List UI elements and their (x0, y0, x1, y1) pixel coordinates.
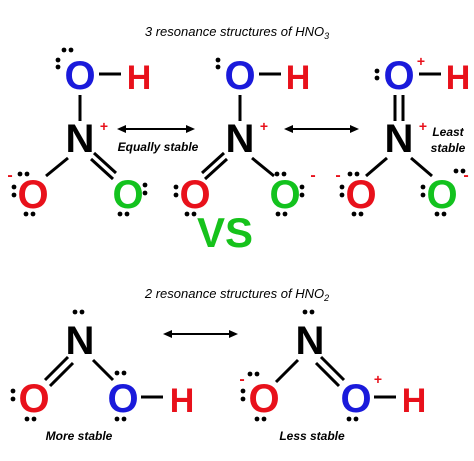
oxygen-atom: O (340, 377, 371, 421)
hydrogen-atom: H (286, 59, 311, 97)
oxygen-atom: O (345, 173, 376, 217)
title-hno2: 2 resonance structures of HNO2 (144, 286, 329, 303)
minus-charge: - (239, 371, 244, 388)
nitrogen-atom: N (385, 117, 414, 161)
oxygen-atom: O (64, 54, 95, 98)
hno2-structure-1: N O O H (10, 309, 195, 422)
hydrogen-atom: H (446, 59, 471, 97)
oxygen-atom: O (224, 54, 255, 98)
nitrogen-atom: N (226, 117, 255, 161)
minus-charge: - (7, 167, 12, 184)
oxygen-atom: O (107, 377, 138, 421)
label-more-stable: More stable (46, 429, 113, 443)
hydrogen-atom: H (170, 382, 195, 420)
hno3-structure-1: O H N + O - O (7, 47, 152, 217)
title-hno3: 3 resonance structures of HNO3 (145, 24, 329, 41)
minus-charge: - (335, 167, 340, 184)
lone-pairs (11, 47, 148, 217)
plus-charge: + (417, 53, 425, 69)
label-equally-stable: Equally stable (118, 140, 199, 154)
resonance-arrow-3 (163, 330, 238, 338)
resonance-arrow-1 (117, 125, 195, 133)
vs-label: VS (197, 209, 253, 256)
oxygen-atom: O (269, 173, 300, 217)
resonance-arrow-2 (284, 125, 359, 133)
oxygen-atom: O (426, 173, 457, 217)
lone-pairs (10, 309, 127, 422)
lone-pairs (240, 309, 359, 422)
hydrogen-atom: H (127, 59, 152, 97)
plus-charge: + (419, 118, 427, 134)
oxygen-atom: O (112, 173, 143, 217)
plus-charge: + (260, 118, 268, 134)
label-least-stable-line1: Least (432, 125, 464, 139)
oxygen-atom: O (383, 54, 414, 98)
nitrogen-atom: N (66, 319, 95, 363)
oxygen-atom: O (17, 173, 48, 217)
oxygen-atom: O (248, 377, 279, 421)
label-least-stable-line2: stable (431, 141, 466, 155)
nitrogen-atom: N (296, 319, 325, 363)
oxygen-atom: O (18, 377, 49, 421)
lone-pairs (339, 68, 466, 217)
minus-charge: - (463, 167, 468, 184)
plus-charge: + (100, 118, 108, 134)
oxygen-atom: O (179, 173, 210, 217)
plus-charge: + (374, 371, 382, 387)
lone-pairs (173, 57, 305, 217)
label-less-stable: Less stable (279, 429, 345, 443)
hydrogen-atom: H (402, 382, 427, 420)
nitrogen-atom: N (66, 117, 95, 161)
hno2-structure-2: N O - O + H (239, 309, 427, 422)
minus-charge: - (310, 167, 315, 184)
hno3-structure-2: O H N + O O - (173, 54, 316, 217)
hno3-structure-3: O + H N + O - O - (335, 53, 470, 217)
